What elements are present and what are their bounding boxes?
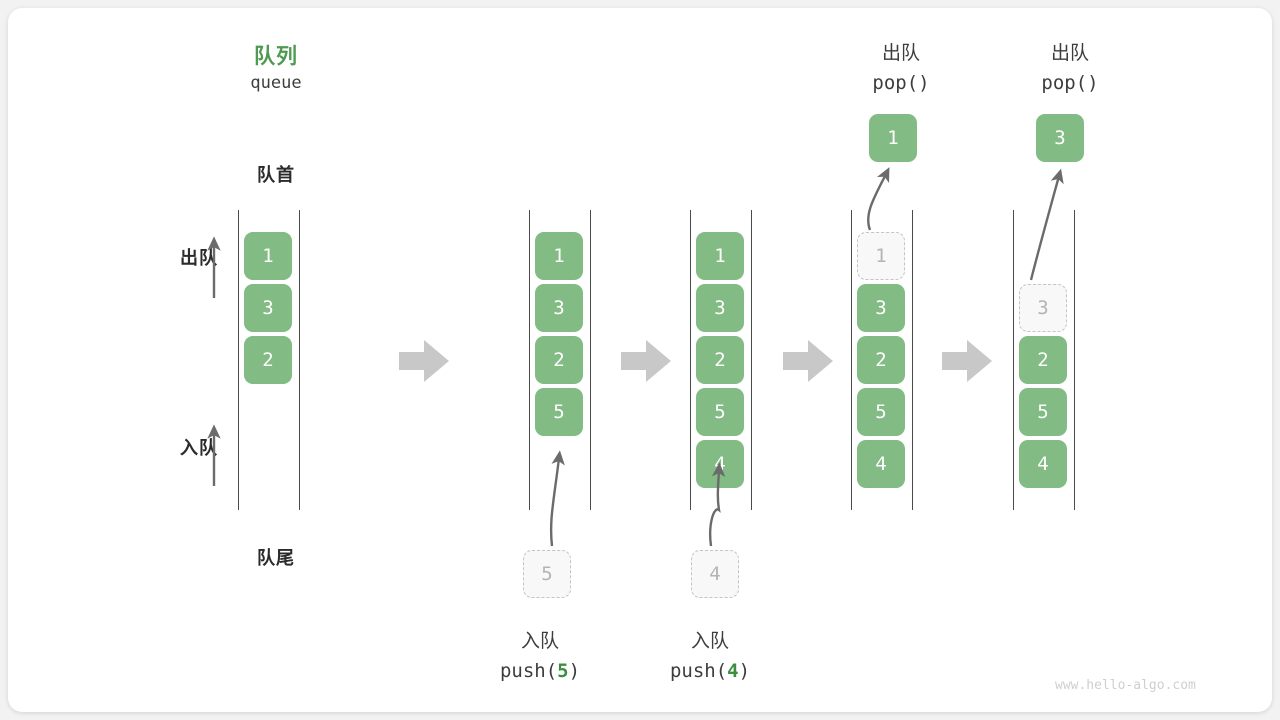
queue-cell: 2	[696, 336, 744, 384]
rail-right	[751, 210, 752, 510]
rail-right	[590, 210, 591, 510]
queue-cell-removed: 1	[857, 232, 905, 280]
popped-element: 1	[869, 114, 917, 162]
rail-left	[529, 210, 530, 510]
queue-cell: 3	[857, 284, 905, 332]
queue-cell: 4	[696, 440, 744, 488]
queue-cell: 5	[696, 388, 744, 436]
diagram-card: 队列 queue 队首 队尾 出队 入队 1 3 2 1 3 2 5 5 入队 …	[8, 8, 1272, 712]
queue-cell: 2	[244, 336, 292, 384]
rail-left	[238, 210, 239, 510]
step-separator-3	[783, 340, 833, 382]
pop-label-code: pop()	[872, 72, 930, 94]
watermark: www.hello-algo.com	[1055, 678, 1196, 693]
queue-cell: 2	[857, 336, 905, 384]
rail-left	[851, 210, 852, 510]
queue-cell: 1	[244, 232, 292, 280]
figure-title-cn: 队列	[254, 44, 298, 68]
step-separator-2	[621, 340, 671, 382]
rail-right	[1074, 210, 1075, 510]
queue-cell: 5	[857, 388, 905, 436]
pop-1-arrow	[867, 167, 890, 231]
queue-cell: 2	[535, 336, 583, 384]
rail-right	[299, 210, 300, 510]
queue-cell: 5	[535, 388, 583, 436]
step-separator-4	[942, 340, 992, 382]
queue-cell: 1	[696, 232, 744, 280]
rear-label: 队尾	[257, 548, 295, 569]
pop-label-cn: 出队	[1050, 42, 1089, 64]
dequeue-side-label: 出队	[180, 248, 218, 269]
front-label: 队首	[257, 165, 295, 186]
pop-label-cn: 出队	[881, 42, 920, 64]
step-separator-1	[399, 340, 449, 382]
rail-right	[912, 210, 913, 510]
pop-3-arrow	[1029, 168, 1064, 281]
figure-title-en: queue	[250, 73, 302, 93]
rail-left	[1013, 210, 1014, 510]
queue-cell: 1	[535, 232, 583, 280]
push-arg: 4	[727, 660, 739, 682]
push-label-code: push(4)	[669, 660, 751, 682]
queue-cell-removed: 3	[1019, 284, 1067, 332]
incoming-element: 4	[691, 550, 739, 598]
queue-cell: 4	[857, 440, 905, 488]
enqueue-side-label: 入队	[180, 438, 218, 459]
push-label-code: push(5)	[499, 660, 581, 682]
queue-cell: 3	[244, 284, 292, 332]
pop-label-code: pop()	[1041, 72, 1099, 94]
queue-cell: 3	[696, 284, 744, 332]
push-5-arrow	[549, 450, 565, 547]
push-label-cn: 入队	[520, 630, 559, 652]
incoming-element: 5	[523, 550, 571, 598]
arrow-overlay	[207, 167, 1064, 547]
queue-cell: 3	[535, 284, 583, 332]
popped-element: 3	[1036, 114, 1084, 162]
queue-cell: 5	[1019, 388, 1067, 436]
queue-cell: 4	[1019, 440, 1067, 488]
queue-cell: 2	[1019, 336, 1067, 384]
push-label-cn: 入队	[690, 630, 729, 652]
rail-left	[690, 210, 691, 510]
push-arg: 5	[557, 660, 569, 682]
